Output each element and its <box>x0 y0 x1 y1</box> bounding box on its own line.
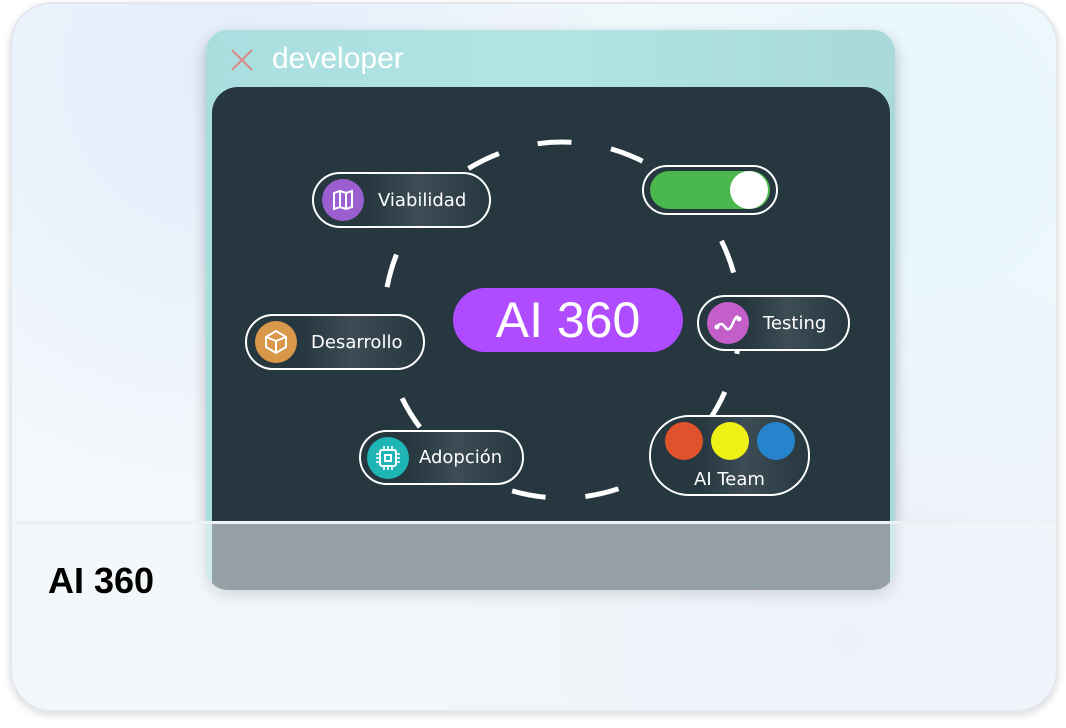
card: developer Viabilidad AI 360 Testing Desa… <box>10 2 1058 712</box>
node-testing[interactable]: Testing <box>697 295 850 351</box>
node-label: Adopción <box>419 447 503 468</box>
diagram-panel: Viabilidad AI 360 Testing Desarrollo Ado… <box>212 87 890 590</box>
chip-icon <box>367 436 409 479</box>
window-title: developer <box>272 42 404 75</box>
team-label: AI Team <box>694 468 765 490</box>
cube-icon <box>255 321 297 363</box>
node-label: Desarrollo <box>311 331 403 353</box>
map-icon <box>322 179 364 221</box>
footer-title: AI 360 <box>48 560 155 601</box>
ai-team-node[interactable]: AI Team <box>649 415 810 496</box>
team-dots <box>661 421 799 465</box>
toggle-track <box>650 171 770 209</box>
node-adopcion[interactable]: Adopción <box>359 430 524 485</box>
blue-dot <box>756 421 795 460</box>
toggle-switch[interactable] <box>642 165 778 215</box>
workflow-icon <box>707 302 749 344</box>
node-label: Testing <box>763 312 827 334</box>
node-desarrollo[interactable]: Desarrollo <box>245 314 425 370</box>
node-viabilidad[interactable]: Viabilidad <box>312 172 491 228</box>
red-dot <box>664 421 703 460</box>
developer-window: developer Viabilidad AI 360 Testing Desa… <box>206 30 895 590</box>
yellow-dot <box>710 421 749 460</box>
node-label: Viabilidad <box>378 189 467 211</box>
close-icon[interactable] <box>230 48 254 72</box>
center-label: AI 360 <box>453 288 683 352</box>
frosted-footer <box>12 521 1056 710</box>
toggle-knob <box>730 171 768 209</box>
